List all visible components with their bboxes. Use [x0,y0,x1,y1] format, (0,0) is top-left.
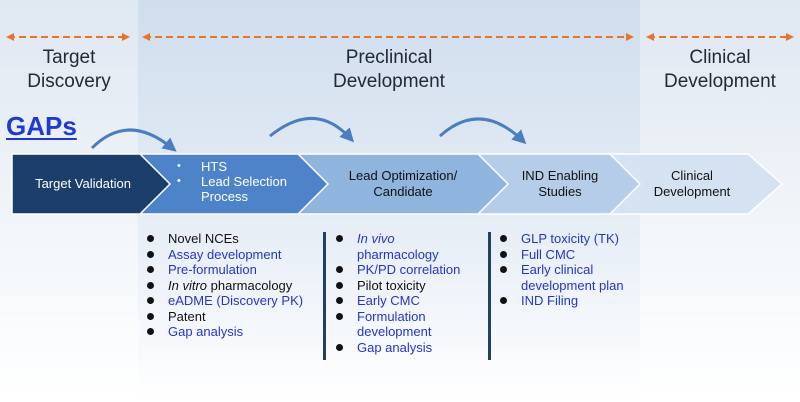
phase-title-line: Development [664,71,776,92]
stage-label-clinical-development: Clinical Development [632,168,752,200]
activity-item: Assay development [146,247,321,263]
activity-item: PK/PD correlation [335,262,485,278]
stage-label-line: Lead Optimization/ [348,168,458,183]
phase-title-line: Discovery [27,71,111,92]
stage-list-item-continuation: Process [201,189,248,204]
activity-item: Early CMC [335,293,485,309]
activity-list-discovery: Novel NCEs Assay development Pre-formula… [146,231,321,340]
phase-title-line: Preclinical [345,47,433,68]
activity-item: Novel NCEs [146,231,321,247]
activity-item: In vitro pharmacology [146,278,321,294]
activity-item: eADME (Discovery PK) [146,293,321,309]
phase-title-target-discovery: Target Discovery [0,46,138,94]
transition-arrow-2 [269,117,355,143]
stage-label-line: Clinical [671,168,713,183]
phase-title-line: Target [42,47,96,68]
stage-label-line: Development [653,184,731,199]
column-divider-2 [488,232,491,360]
stage-label-lead-optimization: Lead Optimization/ Candidate [318,168,488,200]
activity-item: Full CMC [499,247,659,263]
stage-label-line: Candidate [373,184,433,199]
stage-chevron-1 [11,153,172,215]
phase-title-preclinical: Preclinical Development [138,46,640,94]
column-divider-1 [323,232,326,360]
gaps-label: GAPs [6,111,77,141]
phase-title-clinical: Clinical Development [640,46,800,94]
activity-item: Gap analysis [146,324,321,340]
stage-list-hts: HTS Lead Selection Process [175,159,287,204]
activity-item: GLP toxicity (TK) [499,231,659,247]
stage-label-target-validation: Target Validation [35,176,131,191]
stage-label-line: IND Enabling [521,168,599,183]
stage-list-item: HTS [175,159,287,174]
stage-label-line: Studies [538,184,582,199]
transition-arrow-1 [90,128,177,152]
activity-item: IND Filing [499,293,659,309]
activity-item: Gap analysis [335,340,485,356]
phase-title-line: Development [333,71,445,92]
activity-item: Pilot toxicity [335,278,485,294]
transition-arrow-3 [438,117,527,145]
activity-item: Patent [146,309,321,325]
stage-label-ind-enabling: IND Enabling Studies [500,168,620,200]
activity-list-ind-enabling: GLP toxicity (TK) Full CMC Early clinica… [499,231,659,309]
phase-title-line: Clinical [689,47,751,68]
stage-list-item: Lead Selection [175,174,287,189]
activity-item: Pre-formulation [146,262,321,278]
